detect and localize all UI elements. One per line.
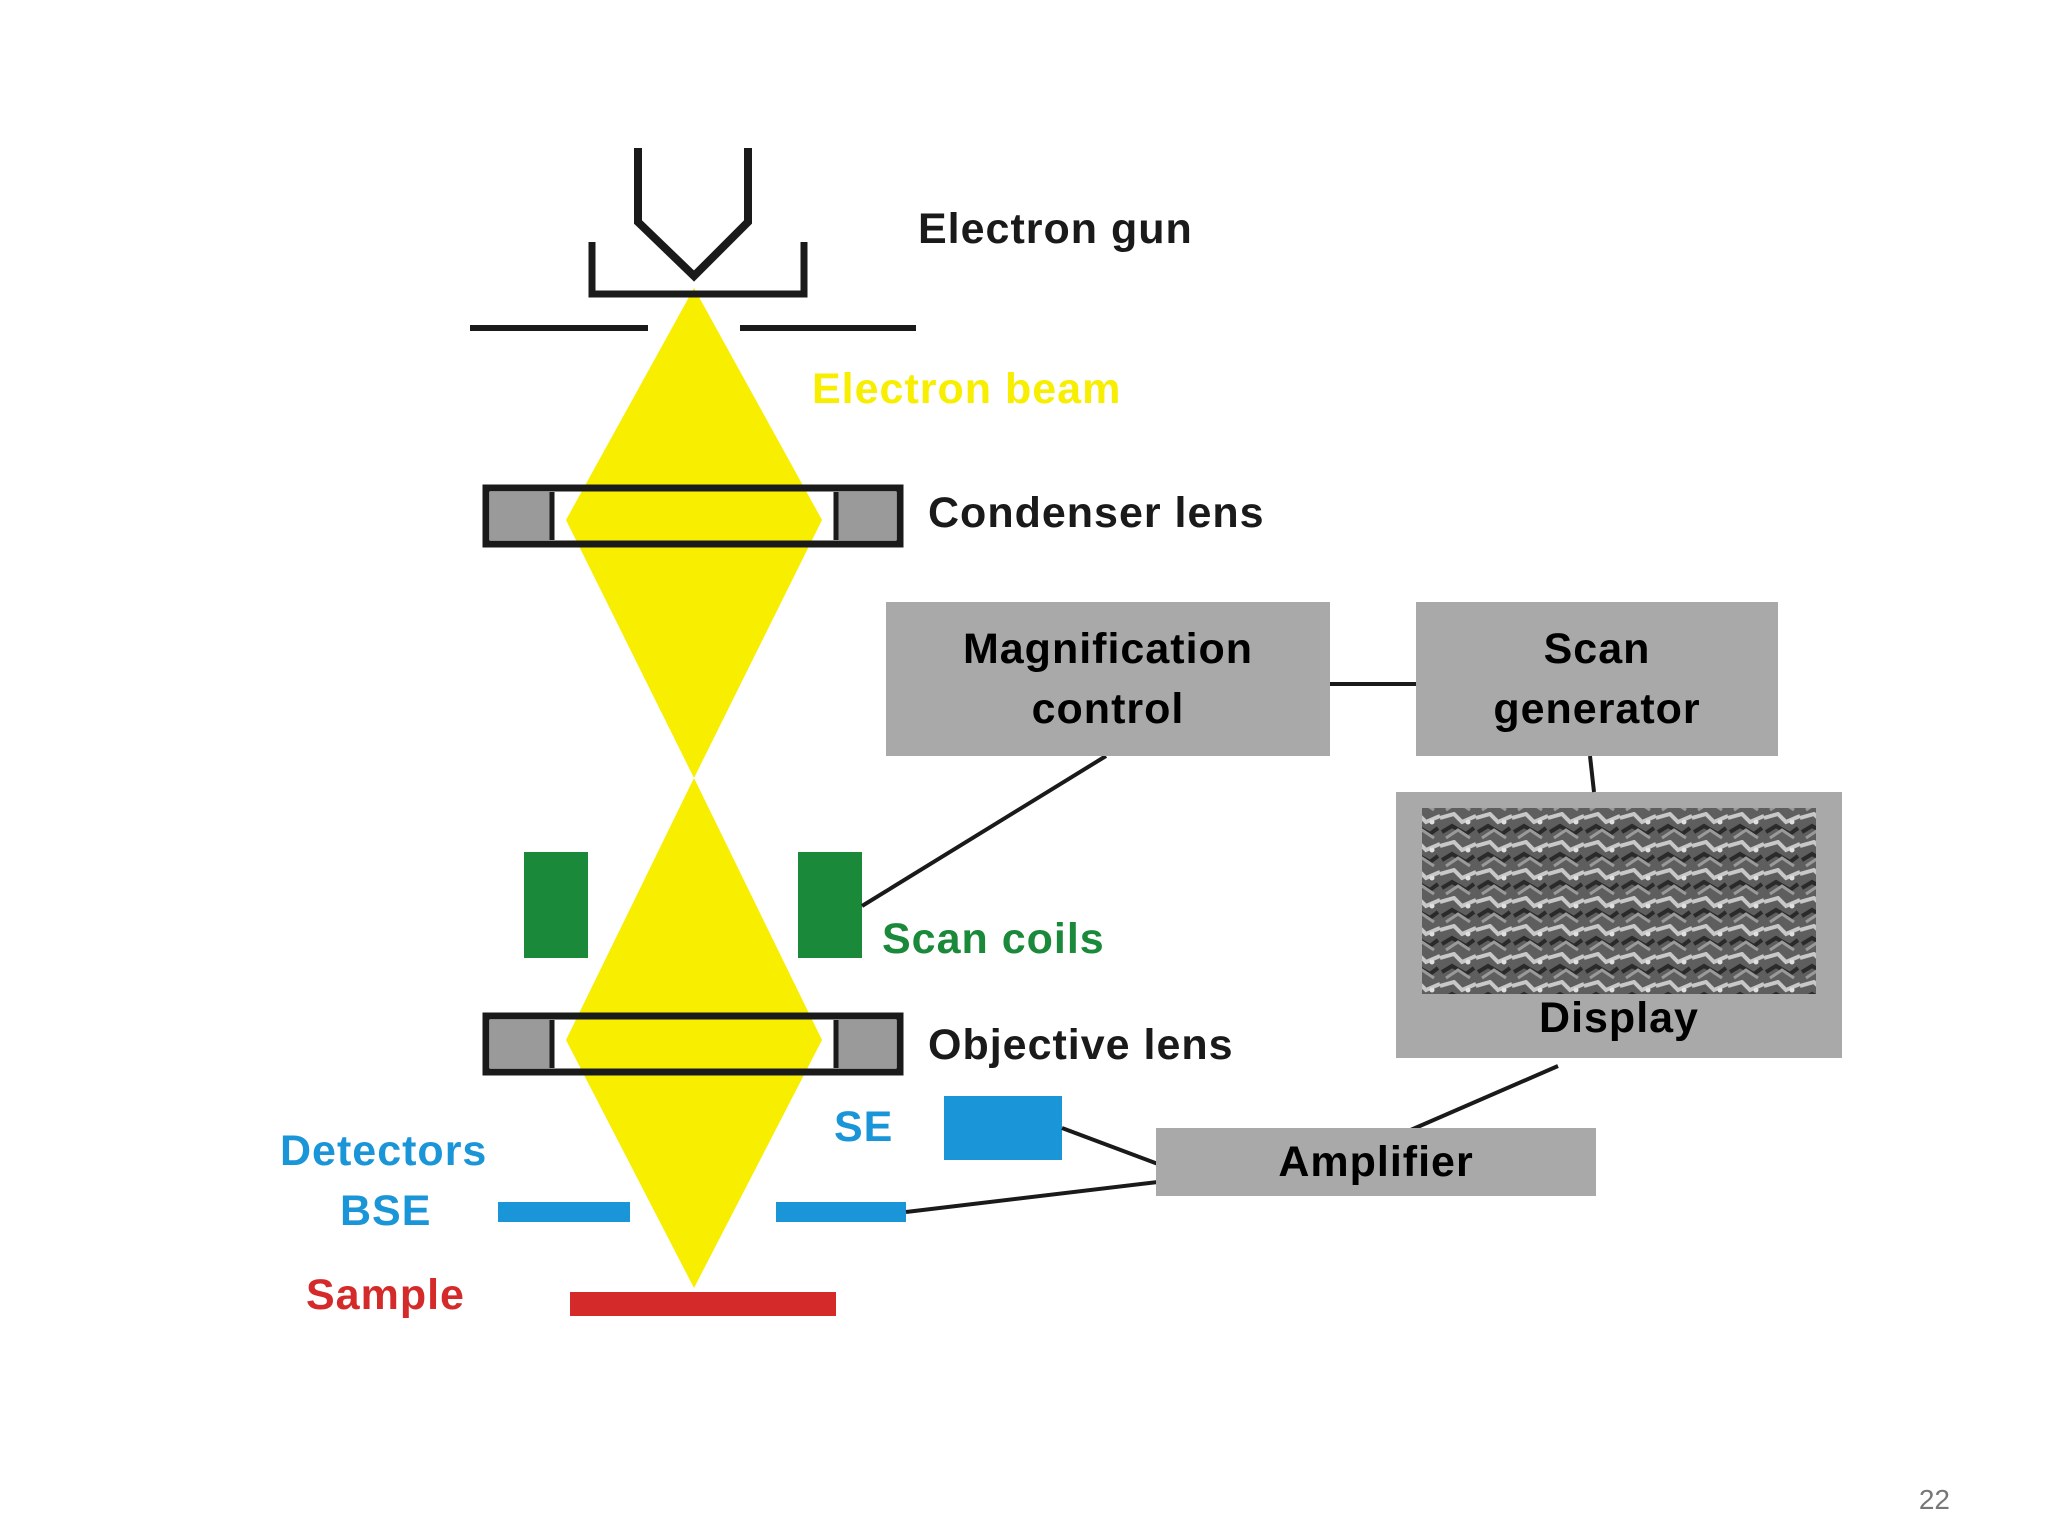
se-detector xyxy=(944,1096,1062,1160)
objective-pole-left xyxy=(490,1020,552,1068)
magnification-control-box: Magnification control xyxy=(886,602,1330,756)
condenser-pole-right xyxy=(836,492,896,540)
scan-coil-right xyxy=(798,852,862,958)
label-scan-coils: Scan coils xyxy=(882,915,1105,963)
label-objective-lens: Objective lens xyxy=(928,1021,1234,1069)
connector-bse-to-amplifier xyxy=(905,1180,1159,1214)
display-label: Display xyxy=(1539,993,1699,1042)
amplifier-label: Amplifier xyxy=(1278,1137,1474,1186)
scan-generator-line-2: generator xyxy=(1493,685,1701,733)
condenser-pole-left xyxy=(490,492,552,540)
scan-coil-left xyxy=(524,852,588,958)
connector-scan-coil-to-magnification xyxy=(860,754,1108,908)
magnification-control-line-1: Magnification xyxy=(962,624,1254,673)
scan-generator-line-1: Scan xyxy=(1543,624,1651,673)
bse-detector-left xyxy=(498,1202,630,1222)
label-electron-gun: Electron gun xyxy=(918,205,1193,253)
objective-lens xyxy=(482,1012,904,1076)
wehnelt-cap-icon xyxy=(588,242,808,298)
label-electron-beam: Electron beam xyxy=(812,365,1122,413)
display-micrograph xyxy=(1422,808,1816,994)
connector-se-to-amplifier xyxy=(1061,1126,1159,1166)
electron-beam-upper xyxy=(566,288,822,778)
label-bse: BSE xyxy=(340,1187,432,1235)
label-condenser-lens: Condenser lens xyxy=(928,489,1265,537)
amplifier-box: Amplifier xyxy=(1156,1128,1596,1196)
slide-number: 22 xyxy=(1918,1484,1950,1515)
scan-generator-box: Scan generator xyxy=(1416,602,1778,756)
label-detectors: Detectors xyxy=(280,1127,488,1175)
bse-detector-right xyxy=(776,1202,906,1222)
display-box: Display xyxy=(1396,792,1842,1058)
connector-display-to-amplifier xyxy=(1405,1064,1559,1134)
sample-stage xyxy=(570,1292,836,1316)
magnification-control-line-2: control xyxy=(1031,685,1185,733)
label-sample: Sample xyxy=(306,1271,465,1319)
connector-scan-generator-to-display xyxy=(1588,755,1596,793)
filament-icon xyxy=(634,148,752,282)
electron-beam-lower xyxy=(566,778,822,1288)
condenser-lens xyxy=(482,484,904,548)
objective-pole-right xyxy=(836,1020,896,1068)
label-se: SE xyxy=(834,1103,894,1151)
